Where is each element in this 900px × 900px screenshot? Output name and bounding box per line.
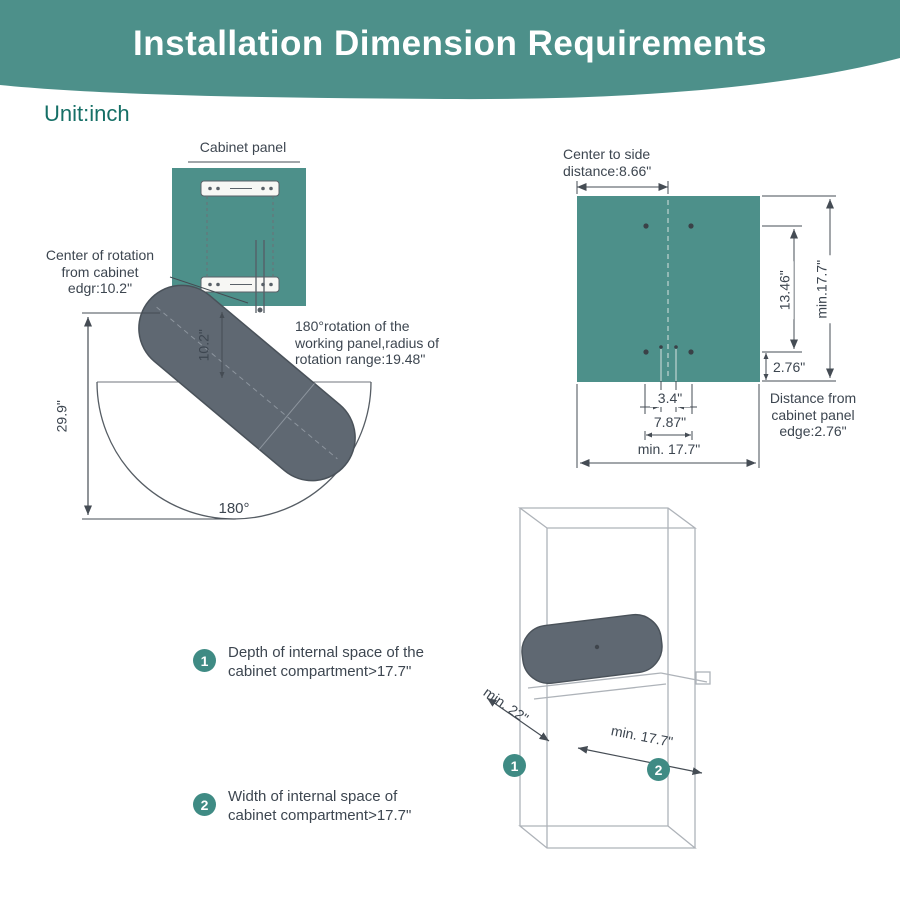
- note-2-text: Width of internal space of cabinet compa…: [228, 788, 412, 824]
- arc-angle-label: 180°: [218, 500, 250, 517]
- dim-2-76: 2.76": [772, 359, 807, 376]
- folded-ironing-board: [521, 613, 663, 685]
- mount-bracket: [200, 180, 280, 313]
- edge-distance-note: Distance from cabinet panel edge:2.76": [769, 390, 857, 440]
- rotation-range-note: 180°rotation of the working panel,radius…: [295, 318, 439, 368]
- cabinet-depth-badge: 1: [503, 754, 526, 777]
- ironing-board: [138, 284, 356, 482]
- cabinet-panel-label: Cabinet panel: [199, 139, 287, 155]
- dim-7-87: 7.87": [643, 414, 697, 431]
- center-of-rotation-note: Center of rotation from cabinet edgr:10.…: [45, 247, 155, 297]
- note-1-badge: 1: [193, 649, 216, 672]
- front-view-art: [576, 181, 836, 468]
- dim-height-29-9: 29.9": [53, 400, 70, 433]
- cabinet-width-badge: 2: [647, 758, 670, 781]
- note-2-badge: 2: [193, 793, 216, 816]
- unit-label: Unit:inch: [44, 101, 130, 126]
- dim-min-17-7-vertical: min.17.7": [813, 255, 831, 324]
- banner: [0, 0, 900, 100]
- dim-min-17-7-horizontal: min. 17.7": [616, 441, 722, 458]
- cabinet-view-art: [486, 507, 711, 849]
- dim-3-4: 3.4": [650, 390, 690, 407]
- banner-title: Installation Dimension Requirements: [133, 24, 767, 63]
- dim-13-46: 13.46": [776, 261, 794, 320]
- center-to-side-note: Center to side distance:8.66": [563, 146, 652, 179]
- dim-offset-10-2: 10.2": [195, 329, 212, 362]
- side-view-art: [82, 161, 372, 520]
- note-1-text: Depth of internal space of the cabinet c…: [228, 644, 424, 680]
